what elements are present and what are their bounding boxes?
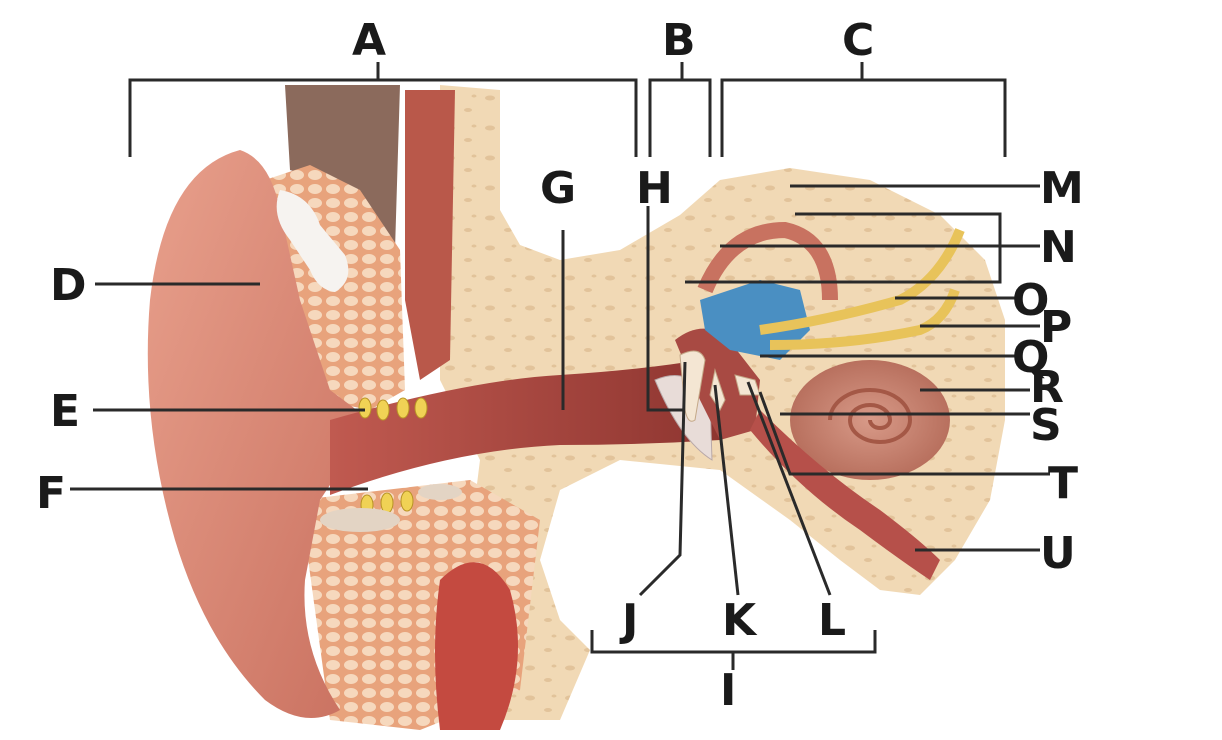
letter-labels: A B C D E F G H I J K L M N O P Q R S T … (36, 15, 1084, 716)
eustachian-tube (750, 410, 940, 580)
label-u: U (1040, 528, 1076, 579)
label-o: O (1012, 275, 1049, 326)
leader-h (646, 206, 685, 412)
ear-canal (330, 360, 720, 495)
bracket-inner-ear (720, 62, 1007, 157)
ceruminous-glands-upper (358, 397, 428, 421)
bracket-ossicles (590, 630, 877, 670)
bracket-middle-ear (648, 62, 712, 157)
leader-k (713, 384, 740, 596)
vestibulocochlear-nerve (759, 228, 965, 350)
label-r: R (1030, 362, 1064, 413)
label-p: P (1040, 302, 1072, 353)
pinna (147, 150, 370, 718)
label-b: B (662, 15, 696, 66)
label-h: H (636, 163, 673, 214)
label-l: L (818, 595, 846, 646)
label-n: N (1040, 222, 1077, 273)
label-k: K (722, 595, 758, 646)
bracket-outer-ear (128, 62, 638, 157)
leader-t (758, 391, 1050, 476)
label-m: M (1040, 163, 1084, 214)
leader-n (685, 212, 1002, 284)
label-t: T (1048, 458, 1078, 509)
semicircular-canals (697, 221, 838, 301)
leader-lines (70, 184, 1050, 597)
parotid-region (435, 562, 518, 730)
label-g: G (540, 163, 576, 214)
gland-pad-2 (418, 484, 462, 500)
leader-l (746, 381, 832, 596)
cartilage (276, 190, 349, 292)
gland-pad (320, 508, 400, 532)
label-f: F (36, 468, 66, 519)
label-i: I (720, 665, 736, 716)
label-d: D (50, 260, 87, 311)
cochlea (790, 360, 950, 480)
temporal-muscle (405, 90, 455, 380)
label-j: J (619, 595, 638, 646)
label-a: A (352, 15, 386, 66)
illustration (147, 85, 1005, 730)
leader-j (638, 361, 687, 597)
label-e: E (50, 386, 80, 437)
label-c: C (842, 15, 874, 66)
label-q: Q (1012, 332, 1049, 383)
label-s: S (1030, 400, 1062, 451)
